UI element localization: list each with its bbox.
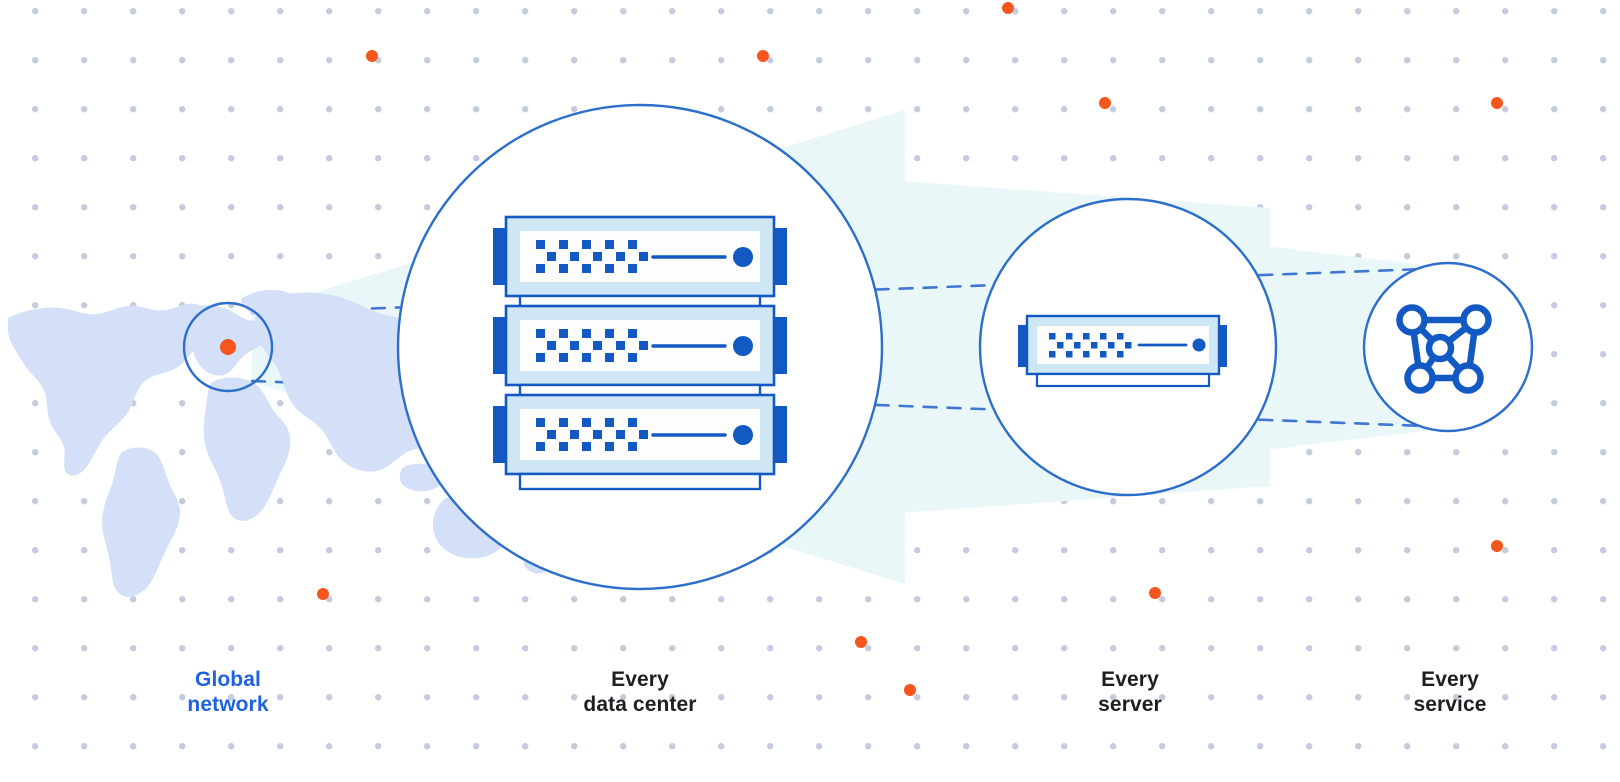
data-center-stage [396,103,884,591]
stage-label-data-center: Every data center [583,668,697,716]
accent-dot [1002,2,1014,14]
server-rack-unit-1 [493,215,787,312]
server-led-matrix [536,240,648,273]
map-highlight-circle [182,301,274,393]
accent-dot [1099,97,1111,109]
mesh-network-nodes [1396,304,1492,394]
mesh-node [1404,362,1436,394]
mesh-node-center [1425,333,1455,363]
accent-dot [1491,540,1503,552]
accent-dot [904,684,916,696]
accent-dot [1491,97,1503,109]
accent-dot [366,50,378,62]
server-status-dot [733,247,753,267]
server-stage [978,197,1278,497]
stage-label-service: Every service [1413,668,1487,716]
server-status-dot [733,336,753,356]
mesh-node [1460,304,1492,336]
server-led-matrix [536,418,648,451]
map-location-pin [220,339,236,355]
service-stage [1362,261,1534,433]
server-status-dot [733,425,753,445]
accent-dot [757,50,769,62]
stage-label-global-network: Global network [187,668,269,716]
server-rack-unit-2 [493,304,787,401]
server-rack-base [518,472,762,491]
accent-dots [317,2,1503,696]
server-led-matrix [1049,333,1132,358]
server-led-matrix [536,329,648,362]
server-status-dot [1192,338,1206,352]
accent-dot [317,588,329,600]
server-unit-base [1035,372,1211,388]
mesh-node [1452,362,1484,394]
accent-dot [855,636,867,648]
server-rack-unit-3 [493,393,787,476]
stage-label-server: Every server [1098,668,1162,716]
server-unit-icon [1018,314,1227,388]
accent-dot [1149,587,1161,599]
mesh-node [1396,304,1428,336]
